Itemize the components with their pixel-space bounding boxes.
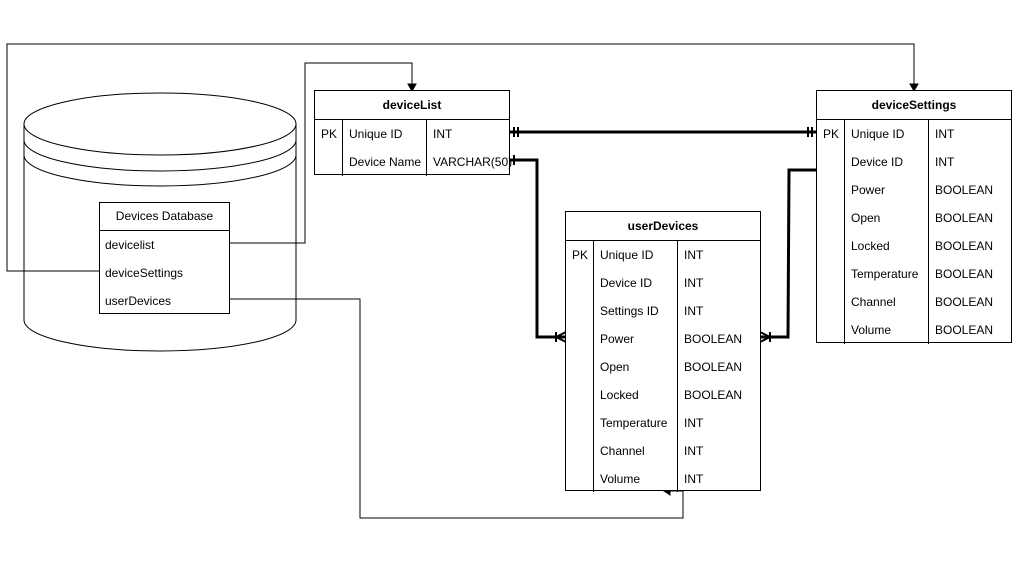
field-cell: Unique ID xyxy=(600,248,654,262)
database-item-devicelist: devicelist xyxy=(105,238,155,252)
field-cell: Temperature xyxy=(851,267,919,281)
table-row: Volume INT xyxy=(566,465,760,493)
field-cell: Locked xyxy=(851,239,890,253)
table-row: Device Name VARCHAR(50) xyxy=(315,148,513,176)
table-row: PK Unique ID INT xyxy=(817,120,1011,148)
connector-userdevices xyxy=(230,298,684,519)
type-cell: INT xyxy=(433,127,453,141)
field-cell: Power xyxy=(600,332,635,346)
type-cell: BOOLEAN xyxy=(935,183,994,197)
field-cell: Channel xyxy=(600,444,645,458)
type-cell: BOOLEAN xyxy=(935,267,994,281)
connector-devicesettings xyxy=(6,43,915,272)
devices-database-title: Devices Database xyxy=(100,203,229,231)
type-cell: BOOLEAN xyxy=(935,323,994,337)
type-cell: INT xyxy=(684,276,704,290)
field-cell: Volume xyxy=(851,323,892,337)
type-cell: INT xyxy=(684,248,704,262)
field-cell: Device ID xyxy=(851,155,904,169)
type-cell: INT xyxy=(684,304,704,318)
database-item-userdevices: userDevices xyxy=(105,294,172,308)
table-row: Locked BOOLEAN xyxy=(566,381,760,409)
entity-title: deviceSettings xyxy=(817,91,1011,120)
field-cell: Device Name xyxy=(349,155,422,169)
field-cell: Channel xyxy=(851,295,896,309)
table-row: Locked BOOLEAN xyxy=(817,232,1011,260)
relationship-markers xyxy=(513,127,813,343)
type-cell: BOOLEAN xyxy=(935,295,994,309)
field-cell: Unique ID xyxy=(851,127,905,141)
field-cell: Temperature xyxy=(600,416,668,430)
key-cell: PK xyxy=(321,127,338,141)
field-cell: Open xyxy=(851,211,881,225)
relationships xyxy=(510,130,817,339)
field-cell: Device ID xyxy=(600,276,653,290)
key-cell: PK xyxy=(823,127,840,141)
table-row: Power BOOLEAN xyxy=(817,176,1011,204)
table-row: Open BOOLEAN xyxy=(817,204,1011,232)
table-row: PK Unique ID INT xyxy=(315,120,509,148)
connector-devicelist xyxy=(230,62,413,244)
table-row: Volume BOOLEAN xyxy=(817,316,1011,344)
table-row: Channel INT xyxy=(566,437,760,465)
entity-devicesettings: deviceSettings PK Unique ID INT Device ID I… xyxy=(816,90,1012,344)
type-cell: BOOLEAN xyxy=(684,388,743,402)
table-row: PK Unique ID INT xyxy=(566,241,760,269)
type-cell: BOOLEAN xyxy=(684,360,743,374)
field-cell: Power xyxy=(851,183,886,197)
table-row: Device ID INT xyxy=(817,148,1011,176)
arrow-head-devicesettings xyxy=(909,83,919,93)
type-cell: INT xyxy=(935,155,955,169)
type-cell: BOOLEAN xyxy=(935,211,994,225)
type-cell: INT xyxy=(684,416,704,430)
rel-devicelist-userdevices xyxy=(510,158,566,339)
devices-database-table: Devices Database devicelist deviceSettin… xyxy=(99,202,230,314)
type-cell: INT xyxy=(935,127,955,141)
table-row: Temperature BOOLEAN xyxy=(817,260,1011,288)
rel-devicesettings-userdevices xyxy=(760,168,817,339)
type-cell: INT xyxy=(684,472,704,486)
field-cell: Settings ID xyxy=(600,304,659,318)
type-cell: BOOLEAN xyxy=(684,332,743,346)
key-cell: PK xyxy=(572,248,589,262)
type-cell: INT xyxy=(684,444,704,458)
table-row: Open BOOLEAN xyxy=(566,353,760,381)
entity-title: userDevices xyxy=(566,212,760,241)
table-row: Settings ID INT xyxy=(566,297,760,325)
type-cell: BOOLEAN xyxy=(935,239,994,253)
entity-title: deviceList xyxy=(315,91,509,120)
entity-devicelist: deviceList PK Unique ID INT Device Name … xyxy=(314,90,513,176)
field-cell: Locked xyxy=(600,388,639,402)
table-row: Channel BOOLEAN xyxy=(817,288,1011,316)
db-connectors xyxy=(6,43,919,519)
table-row: Power BOOLEAN xyxy=(566,325,760,353)
arrow-head-devicelist xyxy=(407,83,417,93)
field-cell: Unique ID xyxy=(349,127,403,141)
table-row: Device ID INT xyxy=(566,269,760,297)
field-cell: Open xyxy=(600,360,630,374)
type-cell: VARCHAR(50) xyxy=(433,155,513,169)
field-cell: Volume xyxy=(600,472,641,486)
table-row: Temperature INT xyxy=(566,409,760,437)
database-item-devicesettings: deviceSettings xyxy=(105,266,184,280)
